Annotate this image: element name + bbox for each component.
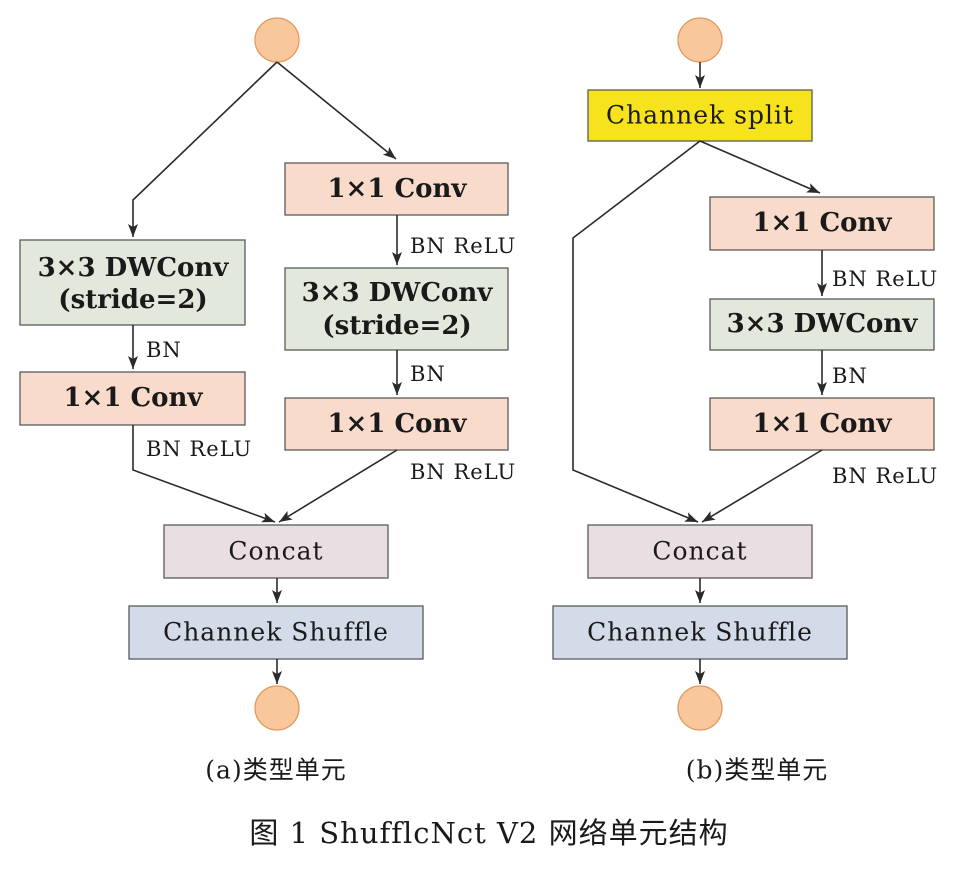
unit-a-right-conv2-box <box>284 397 509 451</box>
unit-b-edge-shortcut <box>572 140 701 523</box>
unit-a-right-dwconv-label: 3×3 DWConv <box>302 278 494 308</box>
unit-b-bn-label: BN <box>832 364 868 388</box>
unit-b-output-node <box>677 685 723 731</box>
unit-b-shuffle-label: Channek Shuffle <box>587 618 813 647</box>
unit-b-right-dwconv-box <box>709 298 935 351</box>
unit-a-left-conv-box <box>19 371 246 426</box>
unit-a-left-conv-label: 1×1 Conv <box>63 383 203 413</box>
unit-a-edge-input-to-left <box>128 61 278 237</box>
unit-a-right-bn-relu-1-label: BN ReLU <box>410 234 516 258</box>
unit-a-shuffle-box <box>128 605 424 660</box>
unit-b-edge-right-to-concat <box>701 449 823 523</box>
unit-b-bn-relu-2-label: BN ReLU <box>832 464 938 488</box>
unit-a-right-dwconv-stride: (stride=2) <box>322 311 471 341</box>
unit-b-bn-relu-1-label: BN ReLU <box>832 267 938 291</box>
unit-a-output-node <box>254 685 300 731</box>
unit-b-input-node <box>677 17 723 63</box>
unit-b-right-dwconv-label: 3×3 DWConv <box>727 309 919 339</box>
unit-b-concat-box <box>587 524 813 579</box>
unit-b-right-conv2-box <box>709 397 935 451</box>
unit-a-caption: (a)类型单元 <box>205 756 346 785</box>
unit-b-right-conv2-label: 1×1 Conv <box>752 409 892 439</box>
unit-a-left-dwconv-label: 3×3 DWConv <box>38 253 230 283</box>
unit-a-input-node <box>254 17 300 63</box>
unit-a-edge-input-to-right <box>276 61 397 160</box>
unit-a-edge-right-to-concat <box>278 449 398 523</box>
unit-b-caption: (b)类型单元 <box>686 756 829 785</box>
unit-a-shuffle-label: Channek Shuffle <box>163 618 389 647</box>
unit-a-edge-left-to-concat <box>132 425 276 523</box>
unit-b-right-conv1-label: 1×1 Conv <box>752 208 892 238</box>
unit-a-left-bn-label: BN <box>146 338 182 362</box>
unit-a-left-dwconv-stride: (stride=2) <box>58 285 207 315</box>
unit-b-split-label: Channek split <box>606 101 794 130</box>
unit-b-shuffle-box <box>552 605 848 660</box>
unit-b-edge-split-to-right <box>699 140 821 194</box>
unit-a-right-conv1-label: 1×1 Conv <box>327 174 467 204</box>
unit-a-right-dwconv-box <box>284 267 509 351</box>
unit-a-right-bn-label: BN <box>410 362 446 386</box>
unit-a-right-conv1-box <box>284 162 509 216</box>
unit-a-concat-box <box>163 524 389 579</box>
unit-a-right-bn-relu-2-label: BN ReLU <box>410 460 516 484</box>
figure-caption: 图 1 ShufflcNct V2 网络单元结构 <box>249 816 728 850</box>
unit-a-concat-label: Concat <box>228 537 323 566</box>
unit-b-split-box <box>587 89 813 142</box>
unit-b: Channek split 1×1 Conv BN ReLU 3×3 DWCon… <box>552 17 938 785</box>
unit-a-left-dwconv-box <box>19 239 246 326</box>
unit-b-concat-label: Concat <box>652 537 747 566</box>
unit-a: 3×3 DWConv (stride=2) BN 1×1 Conv BN ReL… <box>19 17 516 785</box>
unit-a-right-conv2-label: 1×1 Conv <box>327 409 467 439</box>
unit-a-left-bn-relu-label: BN ReLU <box>146 437 252 461</box>
